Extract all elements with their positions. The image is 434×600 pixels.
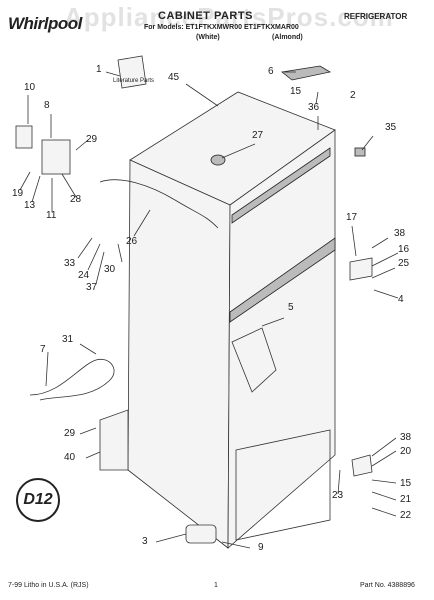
upper-hinge <box>349 257 373 281</box>
power-cord <box>29 358 115 401</box>
callout-17: 17 <box>346 212 358 223</box>
lower-hinge <box>351 454 373 477</box>
callout-20: 20 <box>400 446 412 457</box>
page-title: CABINET PARTS <box>158 10 253 22</box>
cabinet-front <box>227 129 336 549</box>
control-box <box>41 139 71 175</box>
top-rail <box>231 147 331 224</box>
literature-book-shape <box>117 55 147 89</box>
callout-27: 27 <box>252 130 264 141</box>
callout-35: 35 <box>385 122 397 133</box>
callout-16: 16 <box>398 244 410 255</box>
callout-9: 9 <box>258 542 264 553</box>
liner-shelf <box>231 327 277 393</box>
callout-2: 2 <box>350 90 356 101</box>
callout-33: 33 <box>64 258 76 269</box>
callout-22: 22 <box>400 510 412 521</box>
callout-11: 11 <box>46 210 57 221</box>
callout-25: 25 <box>398 258 410 269</box>
callout-28: 28 <box>70 194 82 205</box>
plug-part <box>354 147 366 157</box>
d12-badge: D12 <box>16 478 60 522</box>
callout-38b: 38 <box>400 432 412 443</box>
footer-litho: 7-99 Litho in U.S.A. (RJS) <box>8 582 89 589</box>
callout-21: 21 <box>400 494 412 505</box>
callout-8: 8 <box>44 100 50 111</box>
lower-opening-outline <box>235 429 331 541</box>
callout-24: 24 <box>78 270 90 281</box>
callout-13: 13 <box>24 200 36 211</box>
hinge-cover <box>281 65 332 81</box>
callout-45: 45 <box>168 72 180 83</box>
footer-page: 1 <box>214 582 218 589</box>
callout-40: 40 <box>64 452 76 463</box>
callout-31: 31 <box>62 334 74 345</box>
callout-3: 3 <box>142 536 148 547</box>
callout-30: 30 <box>104 264 116 275</box>
callout-29: 29 <box>86 134 98 145</box>
callout-1: 1 <box>96 64 102 75</box>
back-panel <box>99 409 129 471</box>
color-white: (White) <box>196 34 220 41</box>
callout-4: 4 <box>398 294 404 305</box>
watermark: AppliancePartsPros.com <box>64 2 394 32</box>
callout-5: 5 <box>288 302 294 313</box>
callout-6: 6 <box>268 66 274 77</box>
category-label: REFRIGERATOR <box>344 12 408 21</box>
callout-37: 37 <box>86 282 98 293</box>
footer-partno: Part No. 4388896 <box>360 582 415 589</box>
roller-assembly <box>185 524 217 544</box>
callout-29b: 29 <box>64 428 76 439</box>
thermostat-knob <box>210 154 226 166</box>
callout-23: 23 <box>332 490 344 501</box>
color-almond: (Almond) <box>272 34 303 41</box>
wire-harness <box>99 179 219 229</box>
model-line: For Models: ET1FTKXMWR00 ET1FTKXMAR00 <box>144 24 299 31</box>
divider-rail <box>229 237 336 323</box>
relay-part <box>15 125 33 149</box>
callout-19: 19 <box>12 188 24 199</box>
brand-logo: Whirlpool <box>8 14 82 33</box>
leader-lines <box>19 71 399 549</box>
callout-15b: 15 <box>400 478 412 489</box>
callout-36: 36 <box>308 102 320 113</box>
literature-parts-label: Literature Parts <box>113 78 155 84</box>
callout-7: 7 <box>40 344 46 355</box>
callout-38: 38 <box>394 228 406 239</box>
callout-10: 10 <box>24 82 36 93</box>
cabinet-left-side <box>127 159 231 549</box>
callout-26: 26 <box>126 236 138 247</box>
callout-15: 15 <box>290 86 302 97</box>
